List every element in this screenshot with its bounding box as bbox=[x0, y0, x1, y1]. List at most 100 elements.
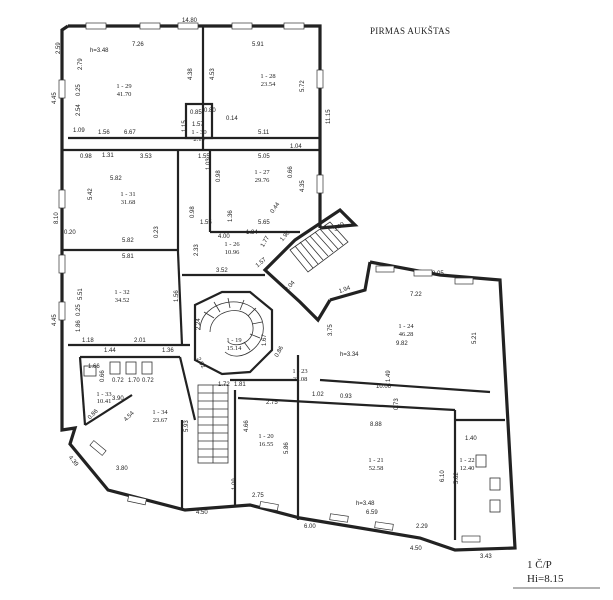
dimension: 5.82 bbox=[110, 176, 122, 182]
dimension: 2.04 bbox=[284, 280, 297, 293]
dimension: 5.86 bbox=[284, 442, 290, 454]
dimension: 5.93 bbox=[184, 420, 190, 432]
dimension: 1.49 bbox=[386, 370, 392, 382]
floor-title: PIRMAS AUKŠTAS bbox=[370, 26, 450, 36]
room-34-id: 1 - 34 bbox=[152, 409, 168, 416]
dimension: 14.80 bbox=[182, 18, 198, 24]
room-23-id: 1 - 23 bbox=[292, 368, 307, 375]
dimension: 4.45 bbox=[52, 92, 58, 104]
dimension: 2.29 bbox=[416, 524, 428, 530]
room-33-id: 1 - 33 bbox=[96, 391, 111, 398]
room-19-id: 1 - 19 bbox=[226, 337, 241, 344]
dimension: 1.04 bbox=[290, 144, 302, 150]
dimension: 1.09 bbox=[232, 478, 238, 490]
dimension: 1.72 bbox=[218, 382, 230, 388]
room-22-id: 1 - 22 bbox=[459, 457, 474, 464]
room-20-area: 16.55 bbox=[259, 441, 274, 448]
height-mark: h=3.34 bbox=[340, 352, 359, 358]
dimension: 1.57 bbox=[192, 122, 204, 128]
dimension: 6.10 bbox=[440, 470, 446, 482]
dimension: 1.18 bbox=[82, 338, 94, 344]
dimension: 0.66 bbox=[288, 166, 294, 178]
dimension: 1.31 bbox=[102, 153, 114, 159]
room-20-id: 1 - 20 bbox=[258, 433, 273, 440]
dimension: 1.55 bbox=[200, 220, 212, 226]
spiral-stair bbox=[199, 297, 264, 357]
dimension: 5.51 bbox=[78, 288, 84, 300]
room-32-id: 1 - 32 bbox=[114, 289, 129, 296]
dimension: 4.39 bbox=[67, 455, 80, 468]
dimension: 2.54 bbox=[76, 104, 82, 116]
dimension: 3.80 bbox=[116, 466, 128, 472]
room-24-area: 46.28 bbox=[399, 331, 414, 338]
dimension: 5.91 bbox=[252, 42, 264, 48]
dimension: 1.66 bbox=[88, 364, 100, 370]
dimension: 1.03 bbox=[206, 158, 212, 170]
room-33-area: 10.41 bbox=[97, 398, 112, 405]
room-34-area: 23.67 bbox=[153, 417, 168, 424]
dimension: 5.82 bbox=[122, 238, 134, 244]
dimension: 7.22 bbox=[410, 292, 422, 298]
dimension: 1.67 bbox=[262, 334, 268, 346]
dimension: 4.50 bbox=[196, 510, 208, 516]
dimension: 0.20 bbox=[64, 230, 76, 236]
dimension: 2.75 bbox=[252, 493, 264, 499]
interior-walls bbox=[62, 26, 505, 540]
dimension: 4.00 bbox=[218, 234, 230, 240]
dimension: 2.24 bbox=[196, 318, 202, 330]
lower-stair bbox=[197, 384, 229, 464]
dimension: 3.53 bbox=[140, 154, 152, 160]
dimension: 1.55 bbox=[198, 154, 210, 160]
height-mark: h=3.48 bbox=[90, 48, 109, 54]
room-21-id: 1 - 21 bbox=[368, 457, 383, 464]
dimension-labels: 14.80 2.59 7.26 5.91 2.79 4.38 4.53 5.72… bbox=[52, 18, 492, 560]
dimension: 4.35 bbox=[300, 180, 306, 192]
dimension: 1.09 bbox=[73, 128, 85, 134]
dimension: 0.66 bbox=[100, 370, 106, 382]
dimension: 11.15 bbox=[326, 109, 332, 124]
room-26-id: 1 - 26 bbox=[224, 241, 240, 248]
dimension: 4.53 bbox=[210, 68, 216, 80]
room-24-id: 1 - 24 bbox=[398, 323, 414, 330]
room-22-area: 12.40 bbox=[460, 465, 475, 472]
dimension: 1.44 bbox=[104, 348, 116, 354]
room-32-area: 34.52 bbox=[115, 297, 130, 304]
windows bbox=[58, 22, 481, 543]
dimension: 1.84 bbox=[246, 230, 258, 236]
room-19-area: 15.14 bbox=[227, 345, 242, 352]
dimension: 0.14 bbox=[226, 116, 238, 122]
upper-stair bbox=[289, 221, 349, 273]
dimension: 4.66 bbox=[244, 420, 250, 432]
room-labels: 1 - 29 41.70 1 - 28 23.54 1 - 30 2.19 1 … bbox=[96, 73, 474, 472]
room-29-area: 41.70 bbox=[117, 91, 132, 98]
dimension: 0.85 bbox=[190, 110, 202, 116]
dimension: 0.98 bbox=[80, 154, 92, 160]
dimension: 6.67 bbox=[124, 130, 136, 136]
room-29-id: 1 - 29 bbox=[116, 83, 131, 90]
dimension: 3.90 bbox=[112, 396, 124, 402]
dimension: 7.26 bbox=[132, 42, 144, 48]
dimension: 2.33 bbox=[194, 244, 200, 256]
legend-line-1: 1 Č/P bbox=[527, 559, 552, 571]
dimension: 3.52 bbox=[216, 268, 228, 274]
dimension: 1.02 bbox=[312, 392, 324, 398]
sanitary-fixtures bbox=[83, 361, 501, 513]
dimension: 2.01 bbox=[134, 338, 146, 344]
dimension: 1.36 bbox=[162, 348, 174, 354]
dimension: 0.98 bbox=[216, 170, 222, 182]
dimension: 8.05 bbox=[432, 271, 444, 277]
dimension: 10.06 bbox=[376, 384, 392, 390]
height-mark: h=3.48 bbox=[356, 501, 375, 507]
dimension: 5.62 bbox=[454, 472, 460, 484]
dimension: 1.56 bbox=[98, 130, 110, 136]
dimension: 1.70 bbox=[128, 378, 140, 384]
dimension: 2.02 bbox=[195, 357, 206, 371]
dimension: 1.86 bbox=[76, 320, 82, 332]
dimension: 0.73 bbox=[394, 398, 400, 410]
dimension: 2.79 bbox=[78, 58, 84, 70]
dimension: 5.21 bbox=[472, 332, 478, 344]
dimension: 5.81 bbox=[122, 254, 134, 260]
dimension: 5.11 bbox=[258, 130, 270, 136]
dimension: 4.38 bbox=[188, 68, 194, 80]
